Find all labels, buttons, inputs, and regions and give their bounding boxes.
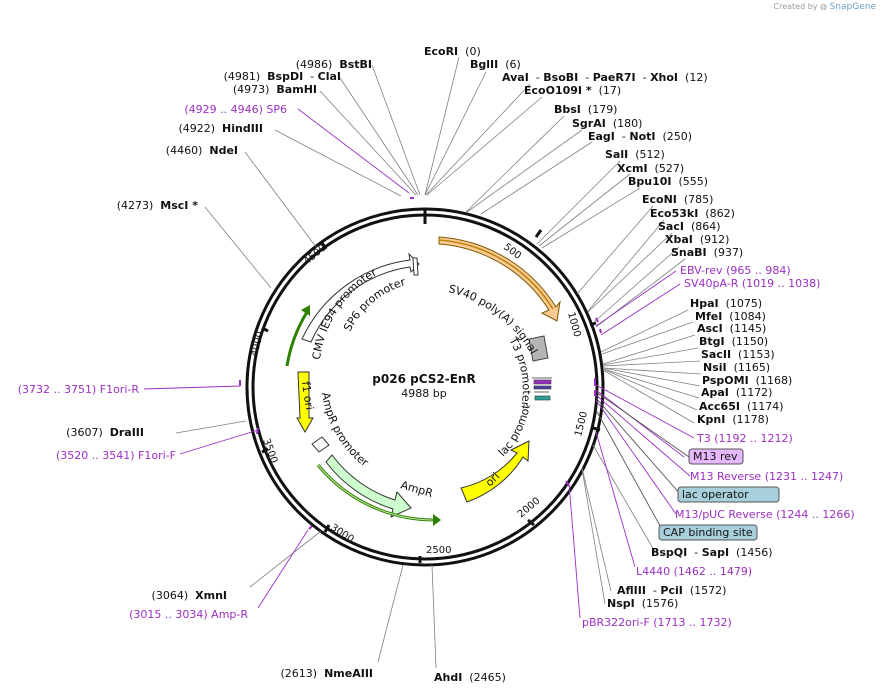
site-apai[interactable]: ApaI (1172): [701, 386, 772, 399]
feature-label-f1ori: f1 ori: [299, 381, 316, 411]
primer-labels: EBV-rev (965 .. 984) SV40pA-R (1019 .. 1…: [18, 103, 855, 629]
feature-label-sv40: SV40 poly(A) signal: [447, 282, 540, 356]
feature-t3-promoter[interactable]: [528, 335, 549, 362]
site-saci[interactable]: SacI (864): [658, 220, 721, 233]
site-sali[interactable]: SalI (512): [605, 148, 665, 161]
site-acc65i[interactable]: Acc65I (1174): [699, 400, 784, 413]
site-eagi[interactable]: EagI - NotI (250): [588, 130, 692, 143]
feature-label-ampr-promoter: AmpR promoter: [319, 391, 371, 469]
site-xmni[interactable]: (3064) XmnI: [152, 589, 227, 602]
site-hpai[interactable]: HpaI (1075): [690, 297, 762, 310]
primer-m13-reverse[interactable]: M13 Reverse (1231 .. 1247): [690, 470, 843, 483]
primer-sp6[interactable]: (4929 .. 4946) SP6: [184, 103, 287, 116]
feature-label-ampr: AmpR: [399, 478, 435, 500]
site-bglii[interactable]: BglII (6): [470, 58, 521, 71]
feature-cap-block: [534, 395, 551, 401]
site-econi[interactable]: EcoNI (785): [642, 193, 713, 206]
site-afliii[interactable]: AflIII - PciI (1572): [617, 584, 726, 597]
tick-3000: 3000: [328, 522, 355, 545]
primer-f1ori-r[interactable]: (3732 .. 3751) F1ori-R: [18, 383, 140, 396]
feature-ampr-arrow[interactable]: [325, 454, 412, 518]
site-avai[interactable]: AvaI - BsoBI - PaeR7I - XhoI (12): [502, 71, 708, 84]
primer-amp-r[interactable]: (3015 .. 3034) Amp-R: [129, 608, 248, 621]
features: [285, 236, 561, 526]
site-nmeaiii[interactable]: (2613) NmeAIII: [281, 667, 374, 680]
feature-lac-operator-block: [533, 379, 552, 385]
site-bspdi[interactable]: (4981) BspDI - ClaI: [224, 70, 341, 83]
plasmid-size: 4988 bp: [401, 387, 446, 400]
site-nsii[interactable]: NsiI (1165): [703, 361, 770, 374]
lac-operator-label[interactable]: lac operator: [682, 488, 749, 501]
plasmid-name: p026 pCS2-EnR: [372, 372, 475, 386]
site-eco53ki[interactable]: Eco53kI (862): [650, 207, 735, 220]
site-asci[interactable]: AscI (1145): [697, 322, 766, 335]
site-sacii[interactable]: SacII (1153): [701, 348, 775, 361]
feature-m13-block: [533, 385, 552, 390]
snapgene-credit: Created by ◍ SnapGene: [773, 2, 877, 12]
site-bpu10i[interactable]: Bpu10I (555): [628, 175, 708, 188]
site-xcmi[interactable]: XcmI (527): [617, 162, 684, 175]
cap-binding-site-label[interactable]: CAP binding site: [663, 526, 753, 539]
site-hindiii[interactable]: (4922) HindIII: [178, 122, 263, 135]
site-mfei[interactable]: MfeI (1084): [695, 310, 766, 323]
tick-4000: 4000: [249, 330, 266, 357]
feature-callout-lines: [595, 391, 690, 534]
primer-f1ori-f[interactable]: (3520 .. 3541) F1ori-F: [56, 449, 176, 462]
tick-2500: 2500: [426, 545, 451, 556]
feature-cmv-promoter-arrow[interactable]: [301, 252, 420, 343]
feature-sp6-promoter-box[interactable]: [412, 257, 419, 276]
site-bstbi[interactable]: (4986) BstBI: [296, 58, 372, 71]
tick-marks: [261, 209, 601, 563]
primer-lines: [143, 108, 695, 619]
site-btgi[interactable]: BtgI (1150): [699, 335, 768, 348]
site-ndei[interactable]: (4460) NdeI: [166, 144, 238, 157]
site-kpni[interactable]: KpnI (1178): [697, 413, 769, 426]
primer-m13-puc-reverse[interactable]: M13/pUC Reverse (1244 .. 1266): [675, 508, 855, 521]
site-ecoo109i[interactable]: EcoO109I * (17): [524, 84, 621, 97]
lac-operator-box[interactable]: [677, 486, 780, 503]
cap-binding-site-box[interactable]: [658, 524, 758, 541]
feature-ori-arrow[interactable]: [460, 440, 530, 503]
site-lines: [175, 56, 702, 669]
site-ahdi[interactable]: AhdI (2465): [434, 671, 506, 684]
site-pspomi[interactable]: PspOMI (1168): [702, 374, 792, 387]
site-xbai[interactable]: XbaI (912): [665, 233, 729, 246]
site-msci[interactable]: (4273) MscI *: [117, 199, 199, 212]
site-bbsi[interactable]: BbsI (179): [554, 103, 617, 116]
site-sgrai[interactable]: SgrAI (180): [572, 117, 642, 130]
snapgene-logo-icon: ◍: [820, 2, 828, 11]
site-ecori[interactable]: EcoRI (0): [424, 45, 481, 58]
site-bspqi[interactable]: BspQI - SapI (1456): [651, 546, 773, 559]
primer-t3[interactable]: T3 (1192 .. 1212): [696, 432, 793, 445]
primer-pbr322ori-f[interactable]: pBR322ori-F (1713 .. 1732): [582, 616, 732, 629]
primer-m13-rev-box[interactable]: [688, 448, 744, 465]
primer-m13-rev[interactable]: M13 rev: [693, 450, 738, 463]
site-draiii[interactable]: (3607) DraIII: [66, 426, 144, 439]
tick-1500: 1500: [573, 410, 590, 437]
site-nspi[interactable]: NspI (1576): [607, 597, 678, 610]
feature-f1-ori-arrow[interactable]: [296, 371, 314, 434]
restriction-site-labels: EcoRI (0)BglII (6)AvaI - BsoBI - PaeR7I …: [66, 45, 792, 684]
primer-l4440[interactable]: L4440 (1462 .. 1479): [636, 565, 752, 578]
site-snabi[interactable]: SnaBI (937): [671, 246, 743, 259]
primer-sv40pa-r[interactable]: SV40pA-R (1019 .. 1038): [684, 277, 820, 290]
primer-markers: [239, 197, 602, 530]
site-bamhi[interactable]: (4973) BamHI: [233, 83, 317, 96]
feature-sv40-polya-arrow[interactable]: [438, 236, 561, 322]
primer-ebv-rev[interactable]: EBV-rev (965 .. 984): [680, 264, 791, 277]
feature-ampr-promoter-box[interactable]: [311, 436, 330, 453]
